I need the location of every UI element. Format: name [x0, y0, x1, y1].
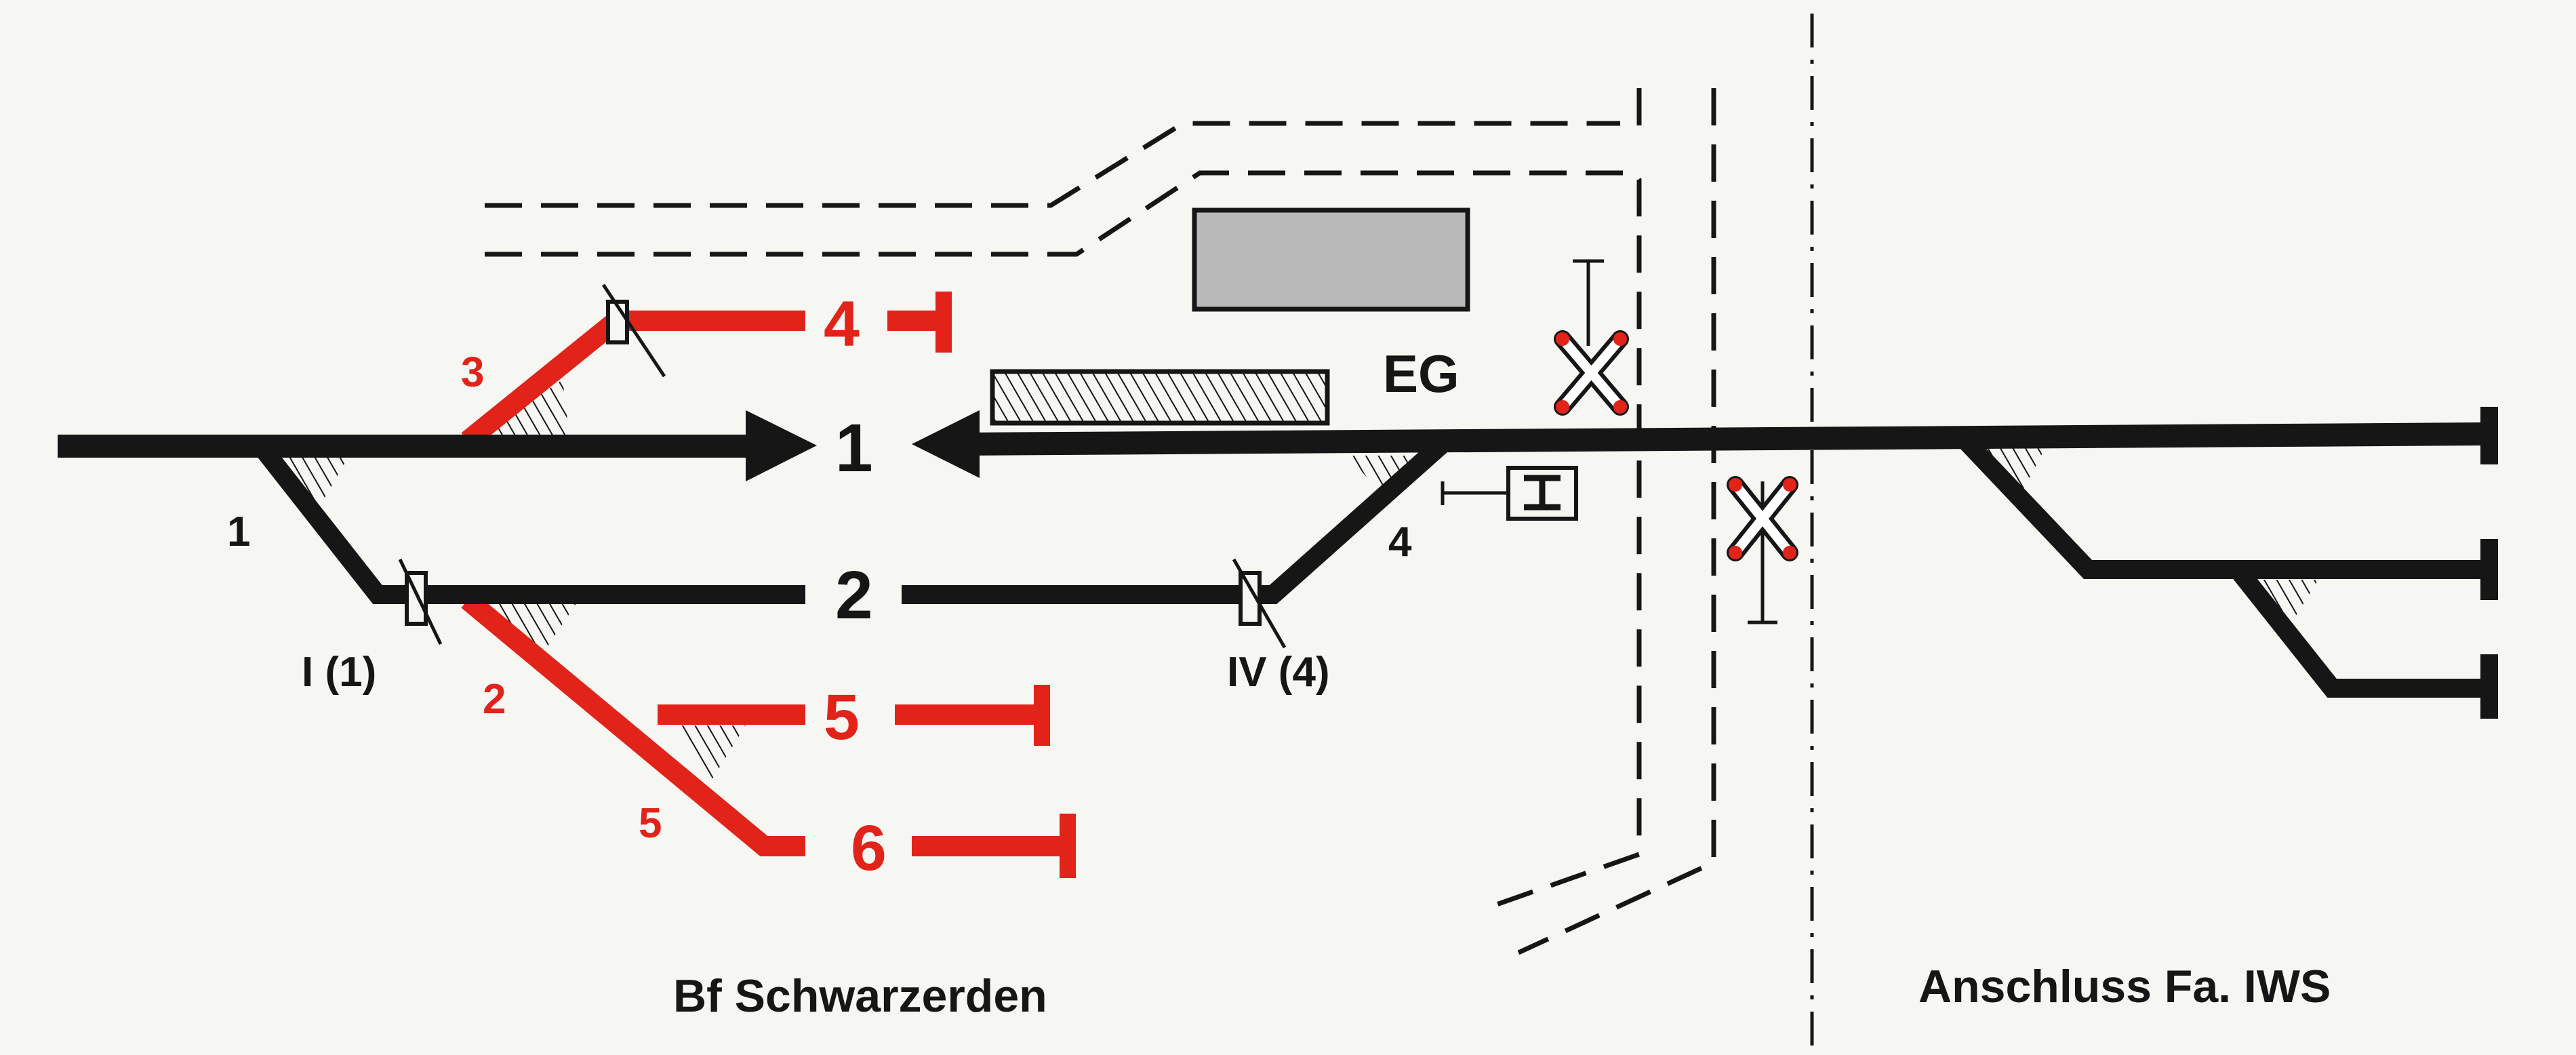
- existing-tracks: [58, 407, 2498, 719]
- siding-name: Anschluss Fa. IWS: [1918, 961, 2331, 1012]
- track-5-label: 5: [824, 681, 860, 753]
- switch-3-label: 3: [461, 349, 484, 396]
- switch-1-label: 1: [227, 509, 250, 555]
- track-2-label: 2: [835, 557, 873, 633]
- track-1-east: [962, 422, 2485, 456]
- lock-IV-label: IV (4): [1227, 649, 1330, 696]
- track-6-red: [461, 592, 805, 856]
- station-name: Bf Schwarzerden: [673, 970, 1047, 1022]
- track-6-label: 6: [851, 812, 887, 884]
- track-4-label: 4: [824, 288, 860, 360]
- new-tracks: [461, 292, 1076, 878]
- building-label: EG: [1383, 344, 1460, 403]
- lock-I-label: I (1): [302, 649, 376, 696]
- track-1-label: 1: [835, 410, 873, 486]
- st-andrews-cross-icon: [1727, 476, 1798, 624]
- switch-2-label: 2: [483, 676, 506, 723]
- road-outline: [485, 88, 1716, 955]
- track-2-east: [902, 433, 1453, 604]
- track-lock-icon: [1232, 558, 1287, 649]
- track-lock-icon: [398, 558, 443, 645]
- station-building: [1192, 207, 1470, 312]
- direction-arrow-icon: [912, 410, 980, 478]
- direction-arrow-icon: [746, 410, 817, 481]
- road-edge-top: [485, 121, 1620, 208]
- track-lock-icon: [601, 283, 666, 378]
- st-andrews-cross-icon: [1554, 259, 1629, 416]
- switch-5-label: 5: [639, 800, 662, 847]
- platform: [990, 369, 1330, 426]
- road-edge-inner: [485, 170, 1642, 908]
- track-2-west: [255, 443, 805, 604]
- switch-4-label: 4: [1388, 519, 1412, 565]
- h-stop-sign-icon: [1441, 466, 1578, 521]
- siding-track-a: [1955, 431, 2484, 579]
- road-edge-outer: [1517, 88, 1716, 955]
- siding-track-b: [2233, 567, 2484, 698]
